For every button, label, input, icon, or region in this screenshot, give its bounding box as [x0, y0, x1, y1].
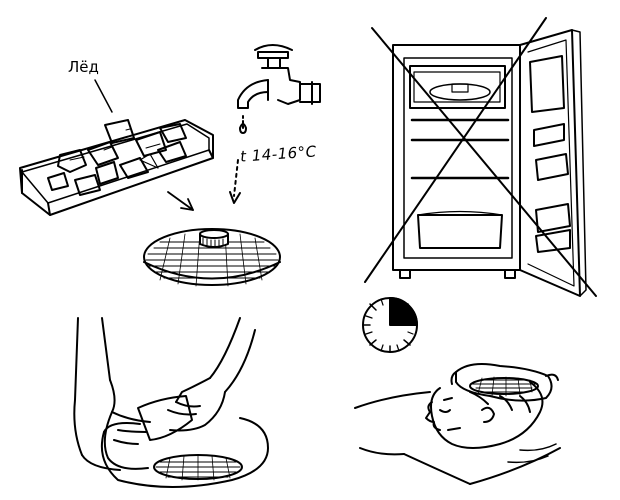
water-tap-icon: [229, 44, 321, 204]
person-with-cold-pack-icon: [354, 363, 561, 485]
timer-filled-sector: [389, 297, 418, 326]
ice-tray-icon: [19, 119, 214, 216]
arrow-tray-to-pack: [167, 191, 194, 211]
hands-wrapping-icon: [73, 317, 269, 488]
ice-label: Лёд: [68, 58, 99, 76]
ice-label-pointer: [94, 79, 113, 113]
refrigerator-crossed-icon: [364, 17, 597, 297]
timer-icon: [362, 297, 418, 353]
cooling-pack-icon: [143, 228, 281, 287]
